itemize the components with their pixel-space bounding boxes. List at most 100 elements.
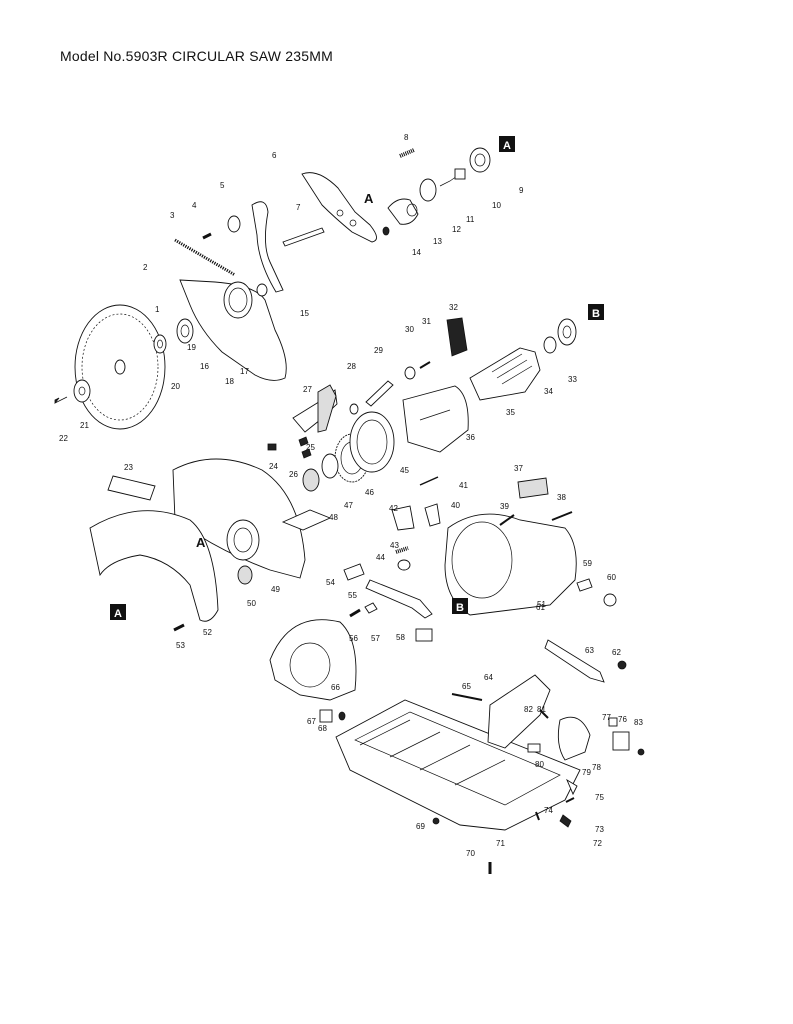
part-label: 11 [466, 215, 475, 224]
part-label: 26 [289, 470, 298, 479]
part-label: 1 [155, 305, 160, 314]
part-label: 6 [272, 151, 277, 160]
part-label: 39 [500, 502, 509, 511]
part-label: 13 [433, 237, 442, 246]
part-label: 58 [396, 633, 405, 642]
part-label: 17 [240, 367, 249, 376]
part-label: 43 [390, 541, 399, 550]
part-label: 38 [557, 493, 566, 502]
part-label: 59 [583, 559, 592, 568]
part-label: 53 [176, 641, 185, 650]
part-label: 34 [544, 387, 553, 396]
part-label: 68 [318, 724, 327, 733]
part-label: 16 [200, 362, 209, 371]
part-label: 35 [506, 408, 515, 417]
part-label: 31 [422, 317, 431, 326]
ref-mark-a-lower: A [196, 535, 206, 550]
part-label: 61 [536, 603, 545, 612]
part-label: 55 [348, 591, 357, 600]
ref-badge-a-left: A [110, 604, 126, 620]
part-label: 80 [535, 760, 544, 769]
part-label: 14 [412, 248, 421, 257]
drawing-layer [54, 147, 645, 874]
part-label: 36 [466, 433, 475, 442]
part-label: 2 [143, 263, 148, 272]
part-label: 74 [544, 806, 553, 815]
part-label: 78 [592, 763, 601, 772]
part-label: 50 [247, 599, 256, 608]
part-label: 62 [612, 648, 621, 657]
part-label: 33 [568, 375, 577, 384]
part-label: 56 [349, 634, 358, 643]
part-label: 29 [374, 346, 383, 355]
bolt-drawing [54, 396, 68, 405]
part-label: 82 [524, 705, 533, 714]
part-label: 64 [484, 673, 493, 682]
part-label: 72 [593, 839, 602, 848]
part-label: 42 [389, 504, 398, 513]
svg-text:A: A [114, 608, 122, 620]
part-label: 45 [400, 466, 409, 475]
part-label: 37 [514, 464, 523, 473]
part-label: 30 [405, 325, 414, 334]
ref-badge-a-top: A [499, 136, 515, 152]
part-label: 3 [170, 211, 175, 220]
part-label: 46 [365, 488, 374, 497]
part-label: 20 [171, 382, 180, 391]
part-label: 44 [376, 553, 385, 562]
part-label: 32 [449, 303, 458, 312]
part-label: 81 [537, 705, 546, 714]
part-label: 83 [634, 718, 643, 727]
part-number-labels: 1 2 3 4 5 6 7 8 9 10 11 12 13 14 15 16 1… [59, 133, 643, 858]
part-label: 15 [300, 309, 309, 318]
part-label: 12 [452, 225, 461, 234]
svg-text:B: B [456, 602, 464, 614]
part-label: 71 [496, 839, 505, 848]
part-label: 40 [451, 501, 460, 510]
part-label: 47 [344, 501, 353, 510]
part-label: 57 [371, 634, 380, 643]
part-label: 66 [331, 683, 340, 692]
part-label: 76 [618, 715, 627, 724]
reference-badges: A B A B A A [110, 136, 604, 620]
part-label: 9 [519, 186, 524, 195]
part-label: 54 [326, 578, 335, 587]
part-label: 25 [306, 443, 315, 452]
part-label: 21 [80, 421, 89, 430]
part-label: 8 [404, 133, 409, 142]
part-label: 49 [271, 585, 280, 594]
ref-badge-b-mid: B [452, 598, 468, 614]
part-label: 4 [192, 201, 197, 210]
part-label: 70 [466, 849, 475, 858]
part-label: 27 [303, 385, 312, 394]
part-label: 5 [220, 181, 225, 190]
part-label: 75 [595, 793, 604, 802]
ref-badge-b-right: B [588, 304, 604, 320]
part-label: 60 [607, 573, 616, 582]
part-label: 41 [459, 481, 468, 490]
part-label: 18 [225, 377, 234, 386]
part-label: 51 [537, 600, 546, 609]
part-label: 67 [307, 717, 316, 726]
svg-text:A: A [503, 140, 511, 152]
part-label: 63 [585, 646, 594, 655]
part-label: 10 [492, 201, 501, 210]
part-label: 28 [347, 362, 356, 371]
part-label: 48 [329, 513, 338, 522]
svg-text:B: B [592, 308, 600, 320]
part-label: 22 [59, 434, 68, 443]
part-label: 69 [416, 822, 425, 831]
saw-blade-drawing [74, 304, 166, 430]
flange-drawing [73, 379, 91, 403]
part-label: 73 [595, 825, 604, 834]
part-label: 24 [269, 462, 278, 471]
part-label: 7 [296, 203, 301, 212]
part-label: 23 [124, 463, 133, 472]
part-label: 65 [462, 682, 471, 691]
part-label: 79 [582, 768, 591, 777]
part-label: 52 [203, 628, 212, 637]
ref-mark-a-upper: A [364, 191, 374, 206]
part-label: 19 [187, 343, 196, 352]
part-label: 77 [602, 713, 611, 722]
